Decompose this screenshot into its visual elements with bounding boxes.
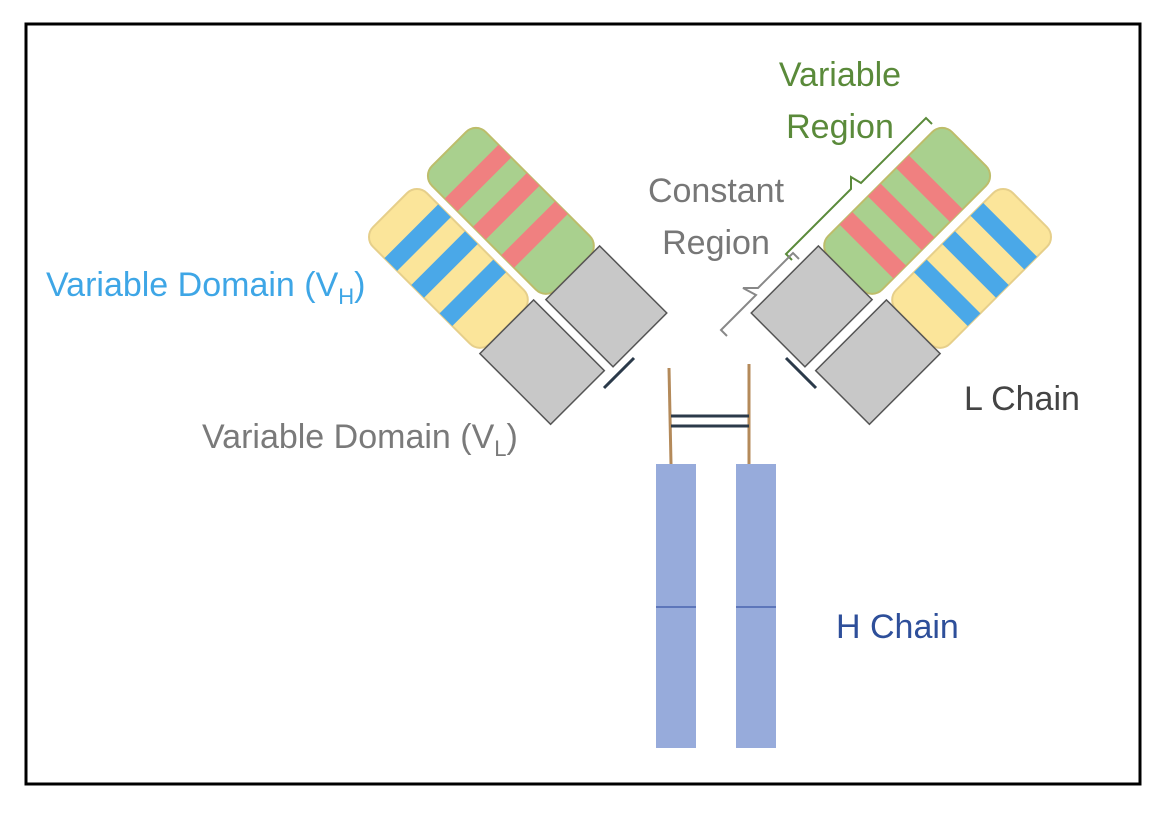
right-light-stripe-1 — [913, 259, 981, 327]
right-heavy-stripe-3 — [896, 155, 963, 222]
left-light-stripe-3 — [439, 259, 507, 327]
hinge-left — [667, 367, 673, 465]
right-heavy-stripe-2 — [867, 183, 935, 251]
vl-label: Variable Domain (VL) — [202, 418, 518, 461]
h-chain-label: H Chain — [836, 608, 959, 646]
left-heavy-stripe-3 — [501, 201, 568, 268]
left-heavy-constant-domain — [544, 244, 668, 368]
left-heavy-stripe-2 — [473, 173, 540, 240]
left-heavy-chain-arm — [426, 126, 668, 368]
right-heavy-constant-domain — [750, 244, 874, 368]
right-light-chain-arm — [814, 188, 1052, 426]
h-chain-right-stem — [736, 464, 776, 748]
constant-region-label-line2: Region — [662, 224, 770, 262]
left-light-stripe-2 — [411, 231, 478, 298]
vh-label: Variable Domain (VH) — [46, 266, 366, 309]
hinge — [667, 364, 751, 465]
h-chain-stems — [656, 464, 776, 748]
left-light-stripe-1 — [384, 204, 451, 271]
l-chain-label: L Chain — [964, 380, 1080, 418]
disulfide-bond-left-arm — [602, 356, 636, 390]
constant-region-label-line1: Constant — [648, 172, 785, 210]
disulfide-bond-right-arm — [784, 356, 818, 390]
h-chain-left-stem — [656, 464, 696, 748]
right-heavy-chain-arm — [750, 126, 992, 368]
right-light-stripe-3 — [970, 203, 1037, 270]
left-light-constant-domain — [478, 298, 606, 426]
left-light-chain-arm — [368, 188, 606, 426]
right-light-stripe-2 — [942, 231, 1009, 298]
variable-region-bracket — [784, 116, 933, 261]
right-heavy-stripe-1 — [839, 211, 907, 279]
right-light-constant-domain — [814, 298, 942, 426]
left-heavy-stripe-1 — [444, 144, 512, 212]
variable-region-label-line2: Region — [786, 108, 894, 146]
variable-region-label-line1: Variable — [779, 56, 901, 94]
constant-region-bracket — [719, 251, 800, 337]
